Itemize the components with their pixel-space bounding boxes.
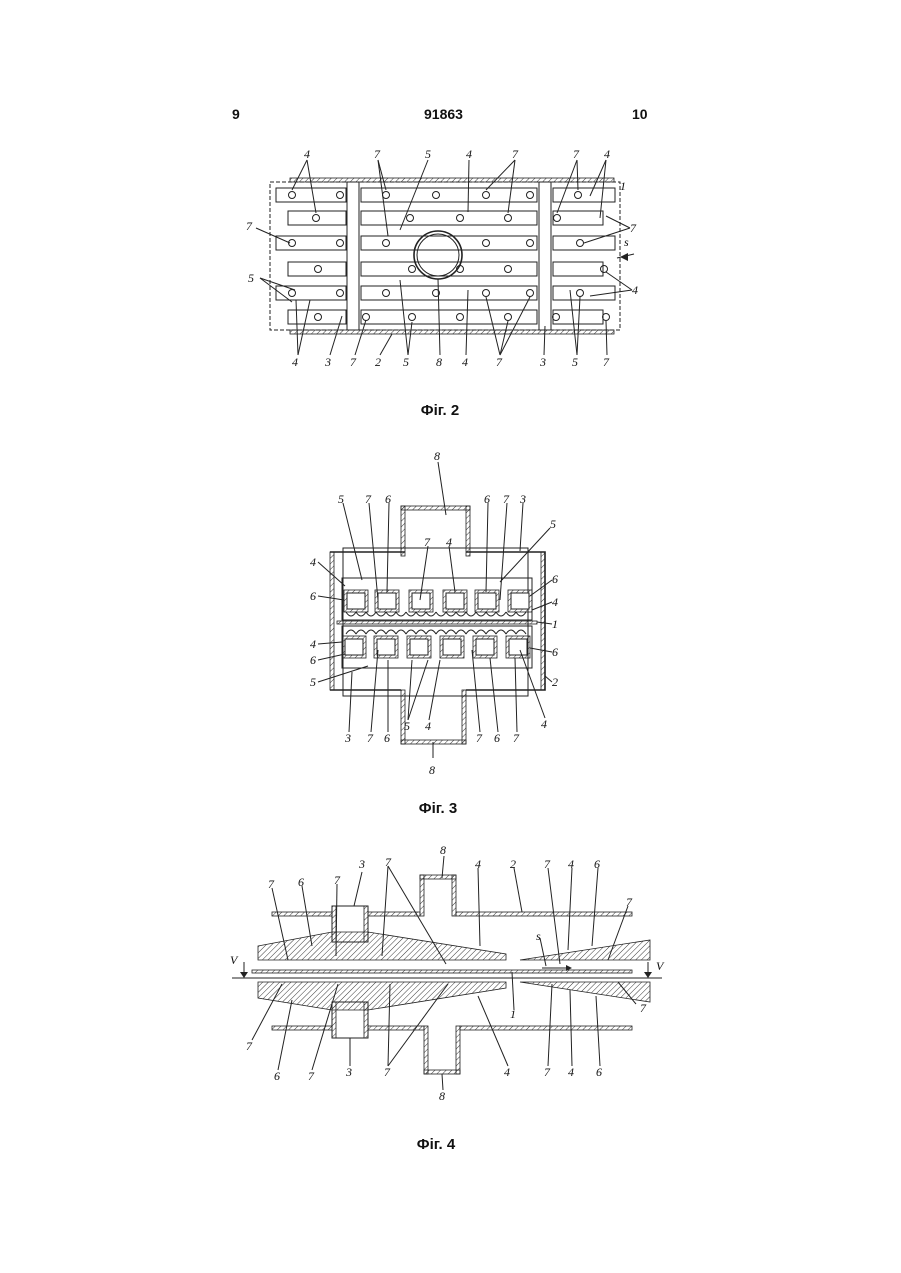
reference-label: 7 (512, 147, 519, 161)
reference-label: V (656, 959, 665, 973)
reference-label: 8 (440, 843, 446, 857)
reference-label: 3 (358, 857, 365, 871)
reference-label: 7 (513, 731, 520, 745)
bar-rows (276, 188, 615, 324)
reference-label: 6 (484, 492, 490, 506)
reference-label: 4 (504, 1065, 510, 1079)
figure-3-caption: Фіг. 3 (388, 800, 488, 817)
reference-label: 8 (439, 1089, 445, 1103)
reference-label: 4 (475, 857, 481, 871)
reference-label: 5 (338, 492, 344, 506)
reference-label: s (536, 929, 541, 943)
patent-number: 91863 (424, 106, 463, 122)
reference-label: 8 (429, 763, 435, 777)
reference-label: 7 (573, 147, 580, 161)
reference-label: 7 (350, 355, 357, 369)
reference-label: 4 (541, 717, 547, 731)
page-number-right: 10 (632, 106, 648, 122)
reference-label: 7 (424, 535, 431, 549)
reference-label: 6 (494, 731, 500, 745)
reference-label: 7 (603, 355, 610, 369)
reference-label: 3 (519, 492, 526, 506)
reference-label: 2 (510, 857, 516, 871)
reference-label: 2 (375, 355, 381, 369)
reference-label: 5 (404, 719, 410, 733)
reference-label: 4 (552, 595, 558, 609)
reference-label: 6 (552, 572, 558, 586)
figure-4-drawing: 8 7 3 7 4 2 7 4 6 7 6 7 7 s V V 1 7 7 6 … (0, 840, 901, 1110)
reference-label: 6 (274, 1069, 280, 1083)
figure-2-caption: Фіг. 2 (390, 402, 490, 419)
reference-label: 7 (626, 895, 633, 909)
reference-label: 1 (620, 179, 626, 193)
reference-label: 4 (568, 857, 574, 871)
reference-label: 7 (544, 857, 551, 871)
reference-label: 7 (246, 1039, 253, 1053)
reference-label: 4 (462, 355, 468, 369)
reference-label: 6 (594, 857, 600, 871)
reference-label: 7 (640, 1001, 647, 1015)
reference-label: 5 (572, 355, 578, 369)
reference-label: 7 (503, 492, 510, 506)
reference-label: 7 (246, 219, 253, 233)
reference-label: 7 (308, 1069, 315, 1083)
reference-label: 3 (344, 731, 351, 745)
reference-label: 3 (324, 355, 331, 369)
reference-label: 6 (385, 492, 391, 506)
reference-label: 4 (310, 637, 316, 651)
reference-label: 7 (334, 873, 341, 887)
page-number-left: 9 (232, 106, 240, 122)
reference-label: 7 (374, 147, 381, 161)
reference-label: 7 (476, 731, 483, 745)
reference-label: 1 (510, 1007, 516, 1021)
reference-label: 8 (434, 449, 440, 463)
reference-label: 6 (552, 645, 558, 659)
reference-label: 4 (632, 283, 638, 297)
reference-label: 6 (310, 653, 316, 667)
reference-label: 5 (550, 517, 556, 531)
reference-label: 5 (403, 355, 409, 369)
reference-label: 7 (544, 1065, 551, 1079)
reference-label: 7 (367, 731, 374, 745)
figure-4-caption: Фіг. 4 (386, 1136, 486, 1153)
reference-label: 7 (385, 855, 392, 869)
reference-label: 8 (436, 355, 442, 369)
reference-label: 1 (552, 617, 558, 631)
reference-label: 6 (596, 1065, 602, 1079)
reference-label: 5 (248, 271, 254, 285)
reference-label: 7 (496, 355, 503, 369)
reference-label: 7 (365, 492, 372, 506)
reference-label: 7 (630, 221, 637, 235)
reference-label: 5 (425, 147, 431, 161)
reference-label: 4 (568, 1065, 574, 1079)
reference-label: 5 (310, 675, 316, 689)
reference-label: 4 (310, 555, 316, 569)
reference-label: s (624, 235, 629, 249)
reference-label: 4 (304, 147, 310, 161)
reference-label: 4 (446, 535, 452, 549)
reference-label: 4 (425, 719, 431, 733)
reference-label: 4 (604, 147, 610, 161)
reference-label: 3 (345, 1065, 352, 1079)
reference-label: 6 (298, 875, 304, 889)
reference-label: 4 (292, 355, 298, 369)
reference-label: 3 (539, 355, 546, 369)
figure-3-drawing: 8 5 7 6 6 7 3 5 7 4 4 6 6 4 1 4 6 6 5 2 … (0, 440, 901, 800)
reference-label: 6 (384, 731, 390, 745)
reference-label: 7 (268, 877, 275, 891)
reference-label: 2 (552, 675, 558, 689)
reference-label: V (230, 953, 239, 967)
reference-label: 7 (384, 1065, 391, 1079)
reference-label: 4 (466, 147, 472, 161)
figure-2-drawing: 4 7 5 4 7 7 4 1 7 7 s 7 5 4 4 3 7 2 5 8 … (0, 140, 901, 380)
reference-label: 6 (310, 589, 316, 603)
